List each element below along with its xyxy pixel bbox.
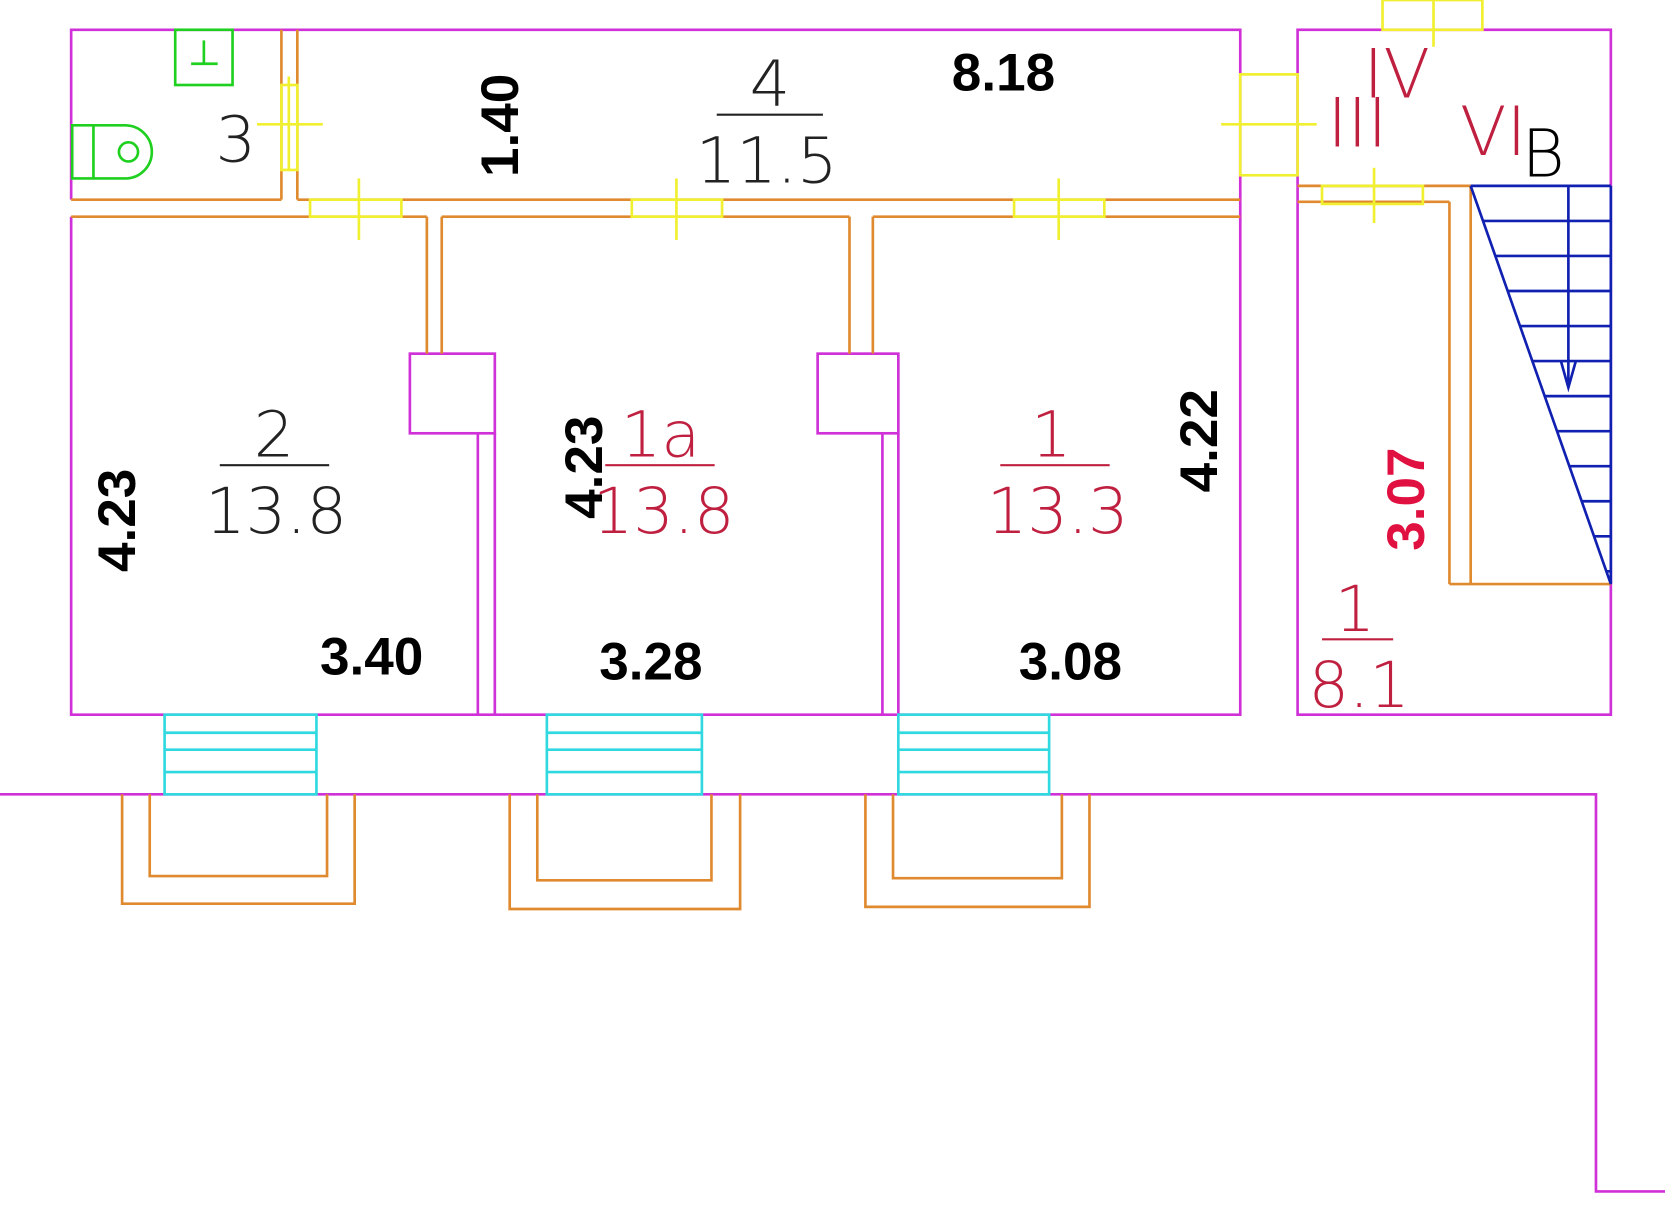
column	[816, 352, 900, 435]
room-1-label: 1 13.3	[987, 399, 1129, 549]
windows	[163, 713, 1051, 796]
dim-room2-depth: 4.23	[88, 469, 147, 572]
dim-room1a-width: 3.28	[599, 633, 702, 692]
label-vi: VI	[1460, 93, 1527, 172]
toilet-icon	[70, 124, 154, 180]
dim-room2-width: 3.40	[320, 627, 423, 686]
dim-room1a-depth: 4.23	[555, 416, 614, 519]
room-2-label: 2 13.8	[205, 399, 347, 549]
room-1a-label: 1a 13.8	[593, 399, 735, 549]
sink-icon	[173, 28, 234, 87]
outer-walls	[0, 28, 1665, 1193]
room-number: 4	[750, 48, 791, 122]
dim-corridor-width: 1.40	[471, 74, 530, 177]
label-iii: III	[1327, 85, 1387, 164]
sanitary-fixtures	[70, 28, 234, 180]
room-area: 11.5	[696, 125, 838, 199]
dim-right-room-depth: 3.07	[1377, 447, 1436, 550]
dim-corridor-length: 8.18	[952, 43, 1055, 102]
room-1-right-label: 1 8.1	[1309, 573, 1410, 723]
site-boundary	[0, 792, 1665, 1193]
room-area: 13.8	[205, 475, 347, 549]
room-4-label: 4 11.5	[696, 48, 838, 198]
room-area: 13.8	[593, 475, 735, 549]
stairs	[1469, 184, 1613, 585]
room-number: 1	[1335, 573, 1376, 647]
dim-room1-depth: 4.22	[1170, 389, 1229, 492]
room-3-number: 3	[215, 103, 256, 177]
room-number: 1	[1031, 399, 1072, 473]
room-number: 2	[254, 399, 295, 473]
room-number: 1a	[621, 399, 701, 473]
dim-room1-width: 3.08	[1019, 633, 1122, 692]
label-b: B	[1522, 115, 1565, 192]
label-iv: IV	[1363, 36, 1430, 115]
room-area: 13.3	[987, 475, 1129, 549]
doors	[256, 0, 1484, 241]
room-area: 8.1	[1309, 649, 1410, 723]
column	[408, 352, 497, 435]
